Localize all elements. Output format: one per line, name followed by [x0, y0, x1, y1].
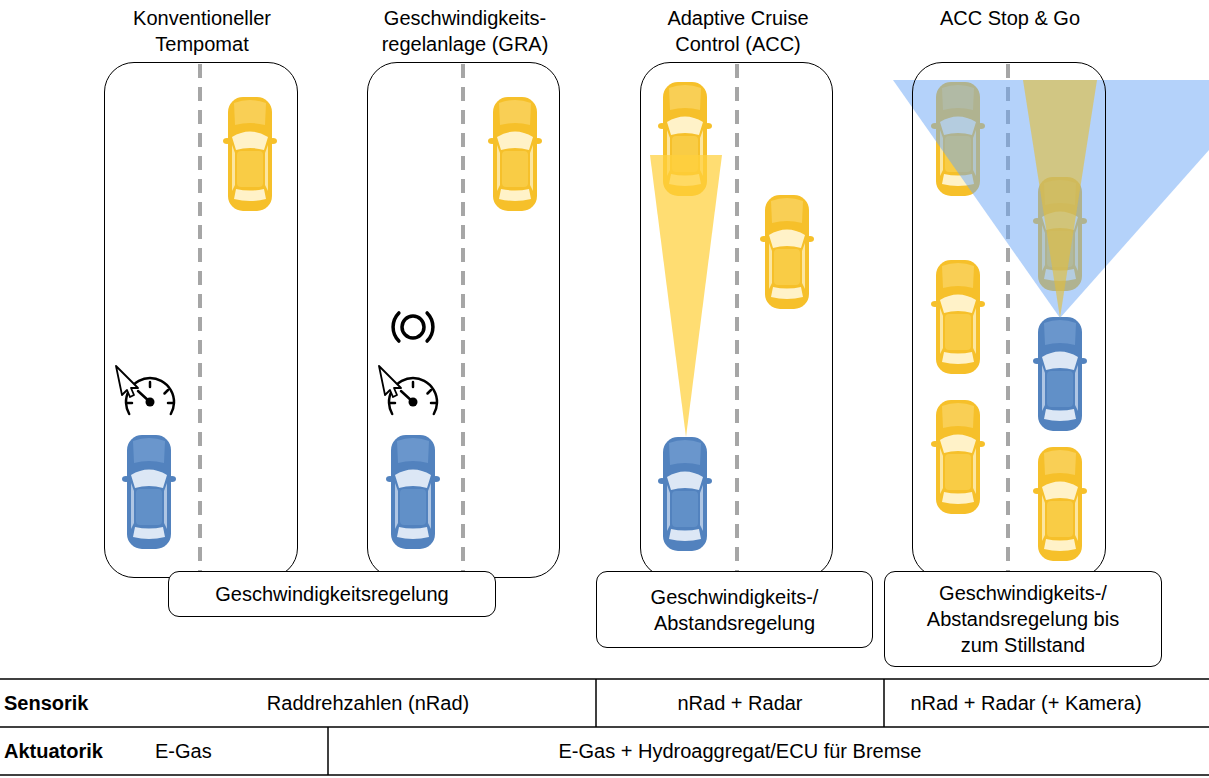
table-row-heading: Sensorik	[4, 692, 88, 715]
function-box: Geschwindigkeits-/ Abstandsregelung bis …	[884, 571, 1162, 667]
panel-heading: Adaptive Cruise Control (ACC)	[638, 5, 838, 57]
table-line	[0, 726, 1209, 728]
table-row-heading-cell: Sensorik	[4, 679, 144, 727]
speedometer-tick	[390, 402, 395, 405]
speedometer-hub	[146, 398, 155, 407]
table-line	[0, 774, 1209, 776]
lane-markings	[200, 64, 1008, 576]
box-text: Geschwindigkeits-/ Abstandsregelung	[610, 584, 860, 636]
table-line	[595, 679, 597, 727]
box-text: Geschwindigkeits-/ Abstandsregelung bis …	[911, 580, 1136, 658]
panel-heading: Geschwindigkeits- regelanlage (GRA)	[365, 5, 565, 57]
car	[931, 260, 985, 374]
pointer-icon	[379, 366, 401, 397]
brake-disc	[402, 316, 424, 338]
radar-cone	[1023, 80, 1097, 318]
table-cell-cell: nRad + Radar (+ Kamera)	[884, 679, 1168, 727]
scenario-panel: ACC Stop & Go	[912, 62, 1106, 578]
table-line	[0, 678, 1209, 680]
table-row-heading: Aktuatorik	[4, 740, 103, 763]
car	[223, 97, 277, 211]
box-text: Geschwindigkeitsregelung	[182, 581, 482, 607]
lane-line	[198, 64, 202, 576]
table-line	[327, 727, 329, 775]
car	[488, 97, 542, 211]
panel-heading: ACC Stop & Go	[910, 5, 1110, 31]
ego-car	[386, 435, 440, 549]
function-box: Geschwindigkeits-/ Abstandsregelung	[596, 571, 873, 648]
lane-line	[461, 64, 465, 576]
panel-heading: Konventioneller Tempomat	[102, 5, 302, 57]
table-cell: nRad + Radar	[677, 692, 802, 715]
speedometer-hub	[409, 398, 418, 407]
scenario-panel: Konventioneller Tempomat	[104, 62, 298, 578]
table-cell-cell: E-Gas	[155, 727, 325, 775]
table-cell: E-Gas	[155, 740, 212, 763]
speedometer-tick	[428, 390, 432, 394]
speedometer-tick	[168, 402, 173, 405]
table-cell: E-Gas + Hydroaggregat/ECU für Bremse	[559, 740, 922, 763]
scenario-panel: Adaptive Cruise Control (ACC)	[640, 62, 833, 578]
function-box: Geschwindigkeitsregelung	[168, 571, 496, 617]
table-cell-cell: nRad + Radar	[596, 679, 884, 727]
brake-arc	[393, 313, 399, 341]
table-cell-cell: Raddrehzahlen (nRad)	[140, 679, 596, 727]
speedometer-tick	[412, 382, 415, 387]
table-grid	[0, 679, 1209, 775]
camera-field	[893, 80, 1209, 318]
table-cell: nRad + Radar (+ Kamera)	[910, 692, 1141, 715]
table-row-heading-cell: Aktuatorik	[4, 727, 144, 775]
brake-arc	[427, 313, 433, 341]
pointer-icon	[116, 366, 138, 397]
speedometer-tick	[431, 402, 436, 405]
lane-line	[735, 64, 739, 576]
table-cell-cell: E-Gas + Hydroaggregat/ECU für Bremse	[490, 727, 990, 775]
table-line	[883, 679, 885, 727]
car	[1033, 447, 1087, 561]
radar-cone	[650, 155, 722, 437]
car	[760, 195, 814, 309]
speedometer-tick	[149, 382, 152, 387]
brake-icon	[393, 313, 433, 341]
car	[931, 400, 985, 514]
speedometer-tick	[165, 390, 169, 394]
ego-car	[1033, 317, 1087, 431]
table-cell: Raddrehzahlen (nRad)	[267, 692, 469, 715]
scenario-panel: Geschwindigkeits- regelanlage (GRA)	[367, 62, 560, 578]
ego-car	[658, 437, 712, 551]
ego-car	[122, 435, 176, 549]
speedometer-tick	[127, 402, 132, 405]
